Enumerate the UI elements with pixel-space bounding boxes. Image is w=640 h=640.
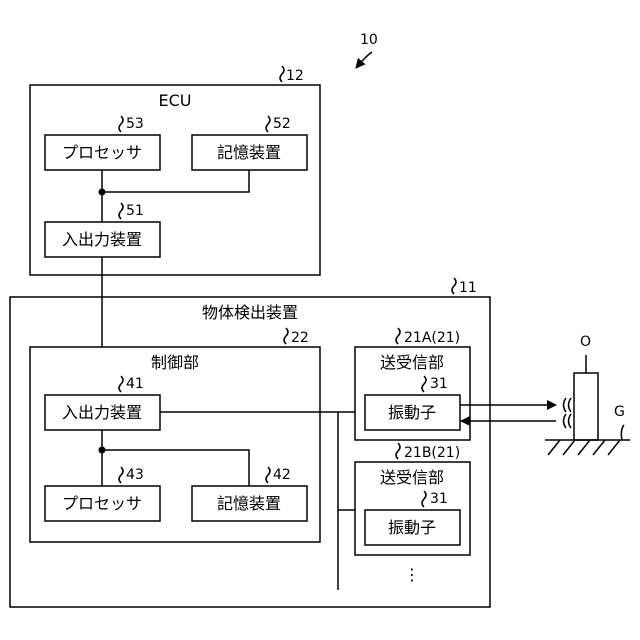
ecu-bus-junction	[99, 189, 106, 196]
ecu-ref: 12	[286, 68, 304, 84]
transceiver-b-title: 送受信部	[380, 468, 444, 487]
object-label: O	[580, 334, 591, 350]
ecu-storage-label: 記憶装置	[217, 143, 281, 162]
ctrl-processor-ref: 43	[126, 467, 144, 483]
ground-hatching	[545, 440, 630, 455]
system-ref: 10	[360, 32, 378, 48]
transceiver-a-ref: 21A(21)	[404, 330, 460, 346]
ground-ref-leader	[621, 425, 624, 440]
ecu-processor-ref: 53	[126, 116, 144, 132]
ecu-io-label: 入出力装置	[62, 230, 142, 249]
ecu-processor-label: プロセッサ	[62, 143, 142, 162]
ctrl-bus-junction	[99, 447, 106, 454]
ctrl-io-label: 入出力装置	[62, 403, 142, 422]
ecu-storage-ref: 52	[273, 116, 291, 132]
system-ref-arrow	[356, 52, 372, 68]
vibrator-a-label: 振動子	[388, 403, 436, 422]
transceiver-b-ref: 21B(21)	[404, 445, 460, 461]
detector-ref: 11	[459, 280, 477, 296]
system-ref-group: 10	[356, 32, 378, 68]
detector-title: 物体検出装置	[202, 303, 298, 322]
ecu-block: 12 ECU プロセッサ 53 記憶装置 52 入出力装置 51	[30, 66, 320, 275]
vibrator-a-ref: 31	[430, 376, 448, 392]
control-block: 22 制御部 入出力装置 41 プロセッサ 43 記憶装置 42	[30, 328, 320, 542]
ctrl-storage-label: 記憶装置	[217, 494, 281, 513]
detector-ref-leader	[452, 278, 456, 294]
ecu-io-ref: 51	[126, 203, 144, 219]
ground-label: G	[614, 404, 625, 420]
ecu-title: ECU	[159, 91, 192, 110]
wave-icon	[564, 398, 572, 428]
ctrl-processor-label: プロセッサ	[62, 494, 142, 513]
object-block	[574, 373, 598, 440]
ctrl-storage-ref: 42	[273, 467, 291, 483]
control-ref: 22	[291, 330, 309, 346]
more-transceivers-ellipsis: ⋮	[404, 565, 420, 584]
control-title: 制御部	[151, 353, 199, 372]
ctrl-io-ref: 41	[126, 376, 144, 392]
ecu-ref-leader	[280, 66, 284, 82]
vibrator-b-ref: 31	[430, 491, 448, 507]
vibrator-b-label: 振動子	[388, 518, 436, 537]
transceiver-a-title: 送受信部	[380, 353, 444, 372]
